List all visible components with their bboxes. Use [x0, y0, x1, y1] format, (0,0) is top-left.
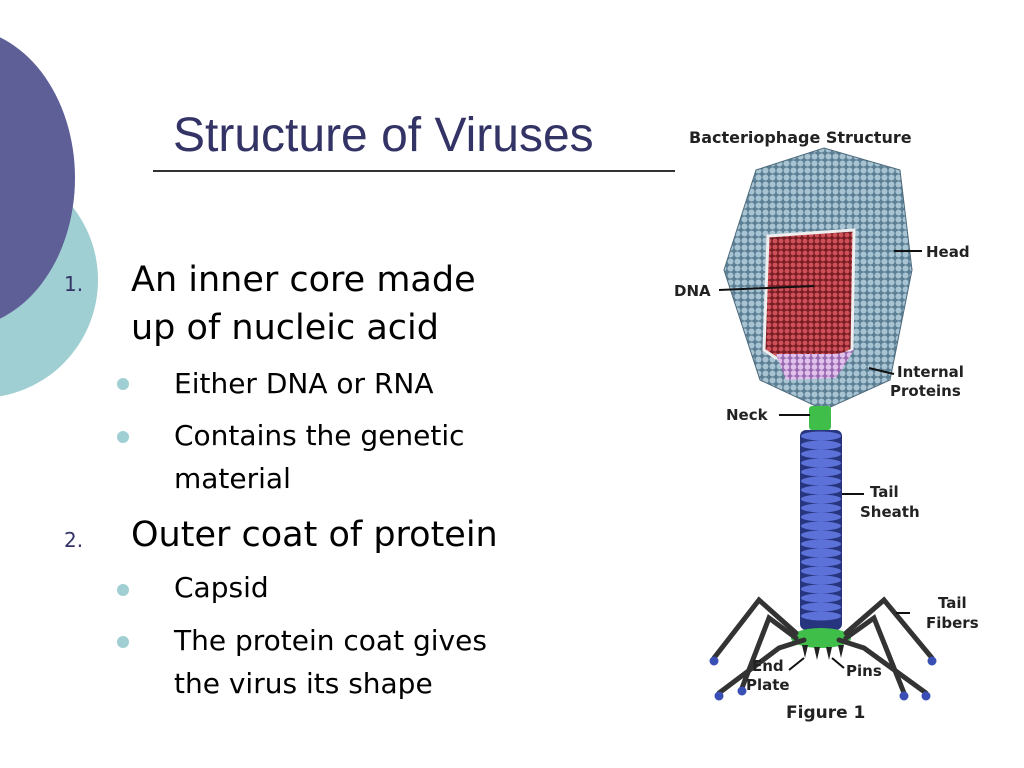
sheath-ring: [801, 521, 841, 531]
sheath-ring: [801, 602, 841, 612]
decorative-circles: [0, 37, 98, 397]
list-item-2: Outer coat of protein: [131, 515, 498, 555]
sub-item-line2: the virus its shape: [174, 667, 433, 700]
label-dna: DNA: [674, 282, 711, 300]
sheath-ring: [801, 575, 841, 585]
bullet-dot: [117, 378, 129, 390]
sub-item-line2: material: [174, 462, 291, 495]
sheath-ring: [801, 593, 841, 603]
sheath-ring: [801, 611, 841, 621]
list-item-1-line1: An inner core made: [131, 260, 476, 300]
sheath-ring: [801, 494, 841, 504]
sub-item: Contains the genetic material: [174, 414, 594, 500]
label-tail-fibers-1: Tail: [938, 594, 967, 612]
list-number-2: 2.: [64, 528, 84, 552]
label-head: Head: [926, 243, 970, 261]
sub-item-line1: The protein coat gives: [174, 624, 487, 657]
label-end-plate-1: End: [752, 657, 784, 675]
neck: [809, 406, 831, 430]
label-tail-sheath-2: Sheath: [860, 503, 920, 521]
sheath-ring: [801, 557, 841, 567]
title-underline: [153, 170, 675, 172]
bullet-dot: [117, 431, 129, 443]
fiber-tips: [709, 656, 937, 701]
pins: [802, 645, 844, 660]
sub-item: The protein coat gives the virus its sha…: [174, 619, 594, 705]
bullet-dot: [117, 636, 129, 648]
sheath-ring: [801, 440, 841, 450]
figure-caption: Figure 1: [786, 703, 865, 723]
list-item-1: An inner core made up of nucleic acid: [131, 256, 601, 352]
sheath-ring: [801, 566, 841, 576]
list-item-1-line2: up of nucleic acid: [131, 308, 439, 348]
sheath-ring: [801, 449, 841, 459]
internal-proteins: [776, 350, 854, 380]
sheath-ring: [801, 584, 841, 594]
sheath-ring: [801, 512, 841, 522]
purple-circle: [0, 37, 75, 319]
sheath-ring: [801, 530, 841, 540]
page-title: Structure of Viruses: [173, 109, 594, 162]
sheath-ring: [801, 539, 841, 549]
sheath-ring: [801, 548, 841, 558]
sheath-ring: [801, 467, 841, 477]
bacteriophage-figure: Bacteriophage Structure: [674, 128, 979, 723]
tail-fibers: [711, 596, 935, 696]
dna-core: [762, 228, 856, 360]
end-plate: [791, 628, 851, 648]
label-internal-proteins-2: Proteins: [890, 382, 961, 400]
sheath-ring: [801, 431, 841, 441]
sheath-ring: [801, 485, 841, 495]
tail-sheath: [800, 430, 842, 630]
label-internal-proteins-1: Internal: [897, 363, 964, 381]
sub-item: Either DNA or RNA: [174, 367, 434, 400]
bullet-dot: [117, 584, 129, 596]
sheath-ring: [801, 503, 841, 513]
sub-item: Capsid: [174, 571, 269, 604]
label-neck: Neck: [726, 406, 769, 424]
label-tail-sheath-1: Tail: [870, 483, 899, 501]
sub-item-line1: Contains the genetic: [174, 419, 465, 452]
label-tail-fibers-2: Fibers: [926, 614, 979, 632]
label-leaders: [718, 250, 922, 671]
list-number-1: 1.: [64, 272, 84, 296]
sheath-ring: [801, 458, 841, 468]
label-end-plate-2: Plate: [746, 676, 790, 694]
sheath-ring: [801, 476, 841, 486]
figure-title: Bacteriophage Structure: [689, 128, 912, 147]
label-pins: Pins: [846, 662, 882, 680]
